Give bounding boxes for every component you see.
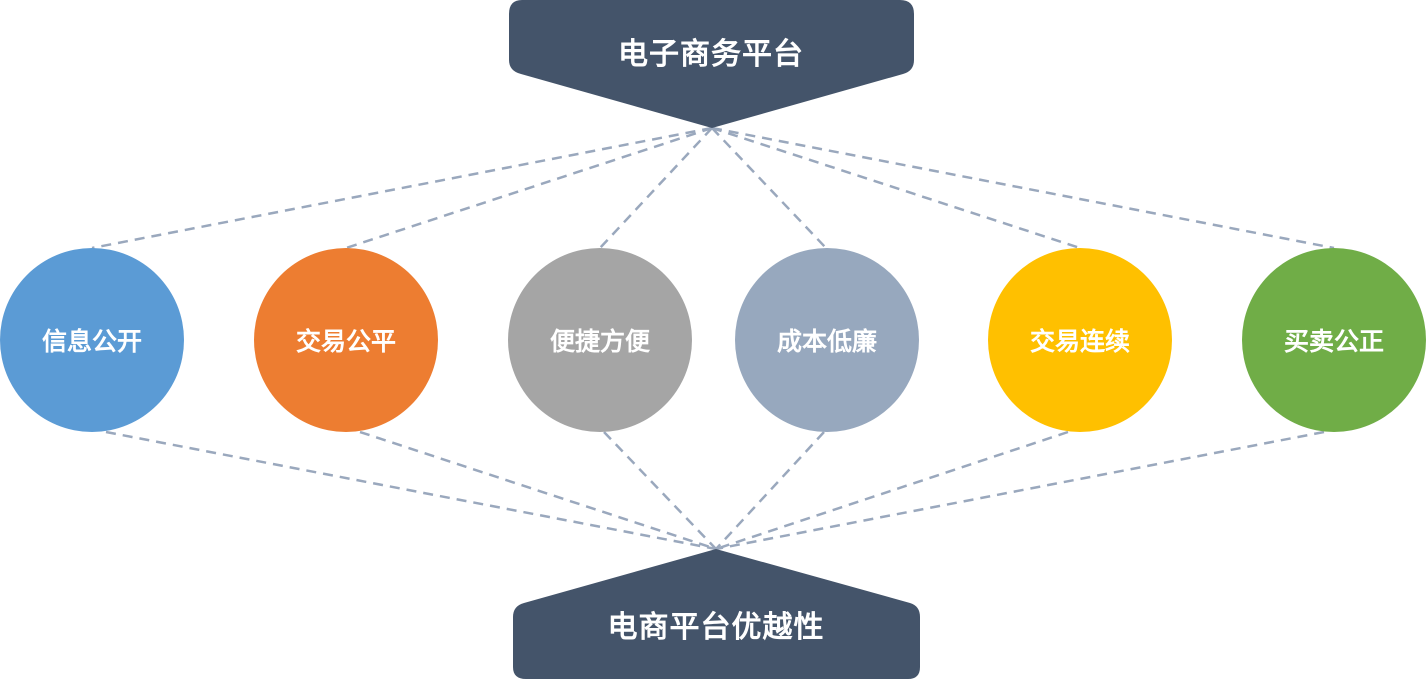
top-banner-shape xyxy=(509,0,914,128)
node-trade-continuous-label: 交易连续 xyxy=(1030,327,1130,356)
connector-bottom-trade-continuous xyxy=(715,430,1069,551)
node-convenient: 便捷方便 xyxy=(508,248,692,432)
node-info-public-circle xyxy=(0,248,184,432)
node-info-public-label: 信息公开 xyxy=(42,327,142,356)
node-trade-continuous: 交易连续 xyxy=(988,248,1172,432)
node-buy-sell-fair-label: 买卖公正 xyxy=(1284,327,1384,356)
node-low-cost: 成本低廉 xyxy=(735,248,919,432)
node-buy-sell-fair: 买卖公正 xyxy=(1242,248,1426,432)
bottom-banner-shape xyxy=(513,549,920,679)
node-buy-sell-fair-circle xyxy=(1242,248,1426,432)
connector-bottom-convenient xyxy=(603,431,717,550)
connector-top-convenient xyxy=(599,127,713,249)
node-trade-fair-label: 交易公平 xyxy=(296,327,396,356)
node-low-cost-label: 成本低廉 xyxy=(777,327,877,356)
connector-bottom-buy-sell-fair xyxy=(715,430,1325,551)
node-low-cost-circle xyxy=(735,248,919,432)
top-banner-label: 电子商务平台 xyxy=(618,37,804,72)
node-trade-fair: 交易公平 xyxy=(254,248,438,432)
bottom-banner: 电商平台优越性 xyxy=(513,549,920,679)
top-banner: 电子商务平台 xyxy=(509,0,914,128)
advantage-nodes: 信息公开 交易公平 便捷方便 成本低廉 交易连续 买卖公正 xyxy=(0,248,1426,432)
connector-top-buy-sell-fair xyxy=(711,126,1335,250)
bottom-banner-label: 电商平台优越性 xyxy=(608,610,825,645)
connector-top-trade-fair xyxy=(345,126,713,250)
connector-bottom-info-public xyxy=(105,430,717,551)
node-trade-fair-circle xyxy=(254,248,438,432)
connector-top-low-cost xyxy=(711,127,827,249)
connector-bottom-low-cost xyxy=(715,431,825,550)
node-convenient-circle xyxy=(508,248,692,432)
connector-lines xyxy=(91,126,1335,551)
connector-top-trade-continuous xyxy=(711,126,1081,250)
node-trade-continuous-circle xyxy=(988,248,1172,432)
connector-bottom-trade-fair xyxy=(359,430,717,551)
node-convenient-label: 便捷方便 xyxy=(550,327,651,356)
connector-top-info-public xyxy=(91,126,713,250)
node-info-public: 信息公开 xyxy=(0,248,184,432)
